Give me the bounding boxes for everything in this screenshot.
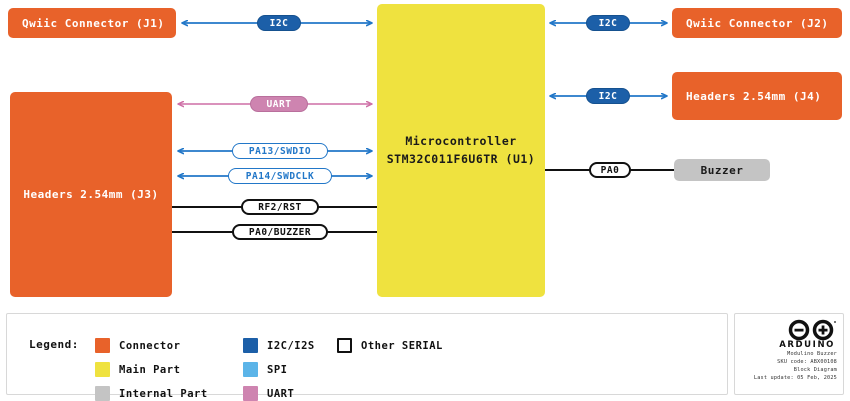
- block-label: Buzzer: [700, 163, 744, 177]
- legend-label: SPI: [267, 363, 288, 376]
- block-headers-j3[interactable]: Headers 2.54mm (J3): [10, 92, 172, 297]
- legend-swatch-main-part: [95, 362, 110, 377]
- connection-label-pa0-buzzer[interactable]: PA0/BUZZER: [232, 224, 328, 240]
- pill-text: I2C: [269, 17, 289, 29]
- info-product: Modulino Buzzer: [787, 351, 837, 357]
- document-info-panel: ARDUINO Modulino Buzzer SKU code: ABX001…: [734, 313, 844, 395]
- block-label-line1: Microcontroller: [405, 134, 517, 149]
- legend-item-other-serial: Other SERIAL: [337, 338, 443, 353]
- block-headers-j4[interactable]: Headers 2.54mm (J4): [672, 72, 842, 120]
- block-buzzer[interactable]: Buzzer: [674, 159, 770, 181]
- legend-item-connector: Connector: [95, 338, 180, 353]
- block-label: Qwiic Connector (J2): [686, 16, 829, 30]
- connection-label-rf2-rst[interactable]: RF2/RST: [241, 199, 319, 215]
- connection-label-uart[interactable]: UART: [250, 96, 308, 112]
- block-label-line2: STM32C011F6U6TR (U1): [386, 151, 536, 166]
- legend-label: Internal Part: [119, 387, 208, 400]
- connection-label-i2c-j4[interactable]: I2C: [586, 88, 630, 104]
- connection-label-i2c-j1[interactable]: I2C: [257, 15, 301, 31]
- legend-swatch-i2c: [243, 338, 258, 353]
- legend-item-spi: SPI: [243, 362, 287, 377]
- connection-label-pa0[interactable]: PA0: [589, 162, 631, 178]
- info-updated: Last update: 05 Feb, 2025: [753, 375, 837, 382]
- block-qwiic-connector-j2[interactable]: Qwiic Connector (J2): [672, 8, 842, 38]
- legend-label: I2C/I2S: [267, 339, 315, 352]
- pill-text: PA0/BUZZER: [248, 226, 312, 238]
- pill-text: PA13/SWDIO: [248, 145, 312, 157]
- pill-text: PA0: [600, 164, 620, 176]
- block-qwiic-connector-j1[interactable]: Qwiic Connector (J1): [8, 8, 176, 38]
- legend-swatch-uart: [243, 386, 258, 401]
- pill-text: RF2/RST: [258, 201, 302, 213]
- legend-panel: Legend: Connector Main Part Internal Par…: [6, 313, 728, 401]
- arduino-infinity-icon: [788, 319, 836, 341]
- pill-text: I2C: [598, 90, 618, 102]
- connection-label-pa13-swdio[interactable]: PA13/SWDIO: [232, 143, 328, 159]
- legend-swatch-internal-part: [95, 386, 110, 401]
- legend-item-i2c: I2C/I2S: [243, 338, 315, 353]
- legend-item-main-part: Main Part: [95, 362, 180, 377]
- pill-text: UART: [266, 98, 292, 110]
- legend-swatch-other-serial: [337, 338, 352, 353]
- connection-label-pa14-swdclk[interactable]: PA14/SWDCLK: [228, 168, 332, 184]
- pill-text: I2C: [598, 17, 618, 29]
- legend-item-internal-part: Internal Part: [95, 386, 208, 401]
- legend-label: Main Part: [119, 363, 181, 376]
- legend-label: UART: [267, 387, 295, 400]
- legend-label: Other SERIAL: [361, 339, 443, 352]
- block-label: Qwiic Connector (J1): [22, 16, 165, 30]
- legend-item-uart: UART: [243, 386, 294, 401]
- arduino-wordmark: ARDUINO: [779, 340, 835, 350]
- info-doc-type: Block Diagram: [793, 367, 837, 374]
- arduino-logo: ARDUINO: [739, 319, 837, 350]
- block-label: Headers 2.54mm (J3): [23, 188, 159, 201]
- block-label: Headers 2.54mm (J4): [686, 89, 822, 103]
- pill-text: PA14/SWDCLK: [245, 170, 315, 182]
- legend-title: Legend:: [29, 338, 79, 351]
- info-sku: SKU code: ABX00108: [777, 359, 837, 366]
- connection-label-i2c-j2[interactable]: I2C: [586, 15, 630, 31]
- block-microcontroller-u1[interactable]: Microcontroller STM32C011F6U6TR (U1): [377, 4, 545, 297]
- legend-label: Connector: [119, 339, 181, 352]
- legend-swatch-spi: [243, 362, 258, 377]
- legend-swatch-connector: [95, 338, 110, 353]
